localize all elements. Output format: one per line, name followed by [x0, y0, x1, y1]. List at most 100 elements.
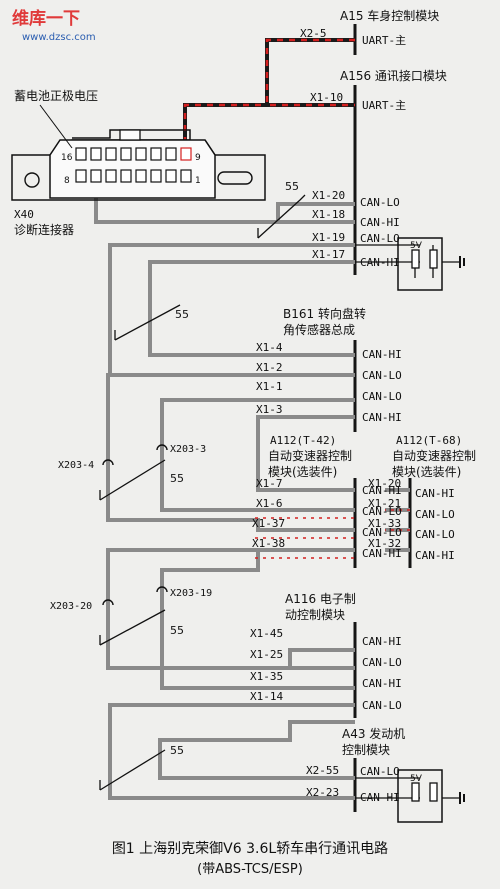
- svg-text:X1-32: X1-32: [368, 537, 401, 550]
- svg-text:X2-5: X2-5: [300, 27, 327, 40]
- svg-text:X1-19: X1-19: [312, 231, 345, 244]
- svg-text:X1-10: X1-10: [310, 91, 343, 104]
- svg-text:X2-55: X2-55: [306, 764, 339, 777]
- svg-text:CAN-LO: CAN-LO: [360, 232, 400, 245]
- terminating-resistor-1: [355, 237, 465, 291]
- module-a43-title1: A43 发动机: [342, 726, 405, 741]
- svg-text:X1-25: X1-25: [250, 648, 283, 661]
- svg-text:9: 9: [195, 153, 201, 163]
- svg-text:X1-20: X1-20: [312, 189, 345, 202]
- svg-text:55: 55: [285, 180, 299, 193]
- module-a112-68-title1: A112(T-68): [396, 434, 462, 447]
- module-a43-pins: X2-55 CAN-LO X2-23 CAN-HI: [306, 764, 400, 804]
- caption-title: 图1 上海别克荣御V6 3.6L轿车串行通讯电路: [112, 840, 388, 857]
- svg-text:CAN-LO: CAN-LO: [360, 196, 400, 209]
- svg-text:维库一下: 维库一下: [12, 8, 80, 29]
- svg-text:CAN-HI: CAN-HI: [362, 635, 402, 648]
- svg-text:CAN-HI: CAN-HI: [360, 791, 400, 804]
- svg-text:www.dzsc.com: www.dzsc.com: [22, 32, 96, 43]
- svg-text:CAN-HI: CAN-HI: [362, 484, 402, 497]
- svg-text:UART-主: UART-主: [362, 99, 406, 112]
- module-a116-title1: A116 电子制: [285, 592, 356, 606]
- svg-text:X1-3: X1-3: [256, 403, 283, 416]
- svg-text:CAN-LO: CAN-LO: [362, 656, 402, 669]
- svg-text:X1-4: X1-4: [256, 341, 283, 354]
- shield-marks: [99, 194, 306, 791]
- svg-text:X1-2: X1-2: [256, 361, 283, 374]
- module-a112-68-title3: 模块(选装件): [392, 465, 461, 479]
- svg-text:CAN-HI: CAN-HI: [415, 487, 455, 500]
- svg-text:1: 1: [195, 176, 201, 186]
- svg-text:CAN-HI: CAN-HI: [360, 256, 400, 269]
- shield-labels: 55 55 55 55 55: [170, 180, 299, 757]
- svg-text:55: 55: [170, 744, 184, 757]
- svg-text:CAN-HI: CAN-HI: [360, 216, 400, 229]
- module-a112-42-title2: 自动变速器控制: [268, 448, 352, 463]
- svg-text:CAN-HI: CAN-HI: [362, 677, 402, 690]
- svg-text:CAN-LO: CAN-LO: [362, 390, 402, 403]
- svg-text:CAN-LO: CAN-LO: [415, 508, 455, 521]
- diag-label-cn: 诊断连接器: [14, 222, 74, 237]
- svg-text:CAN-LO: CAN-LO: [362, 505, 402, 518]
- svg-text:X1-45: X1-45: [250, 627, 283, 640]
- svg-text:8: 8: [64, 176, 70, 186]
- svg-text:X1-1: X1-1: [256, 380, 283, 393]
- watermark-logo: 维库一下 www.dzsc.com: [12, 8, 96, 43]
- module-a15-title: A15 车身控制模块: [340, 8, 439, 23]
- module-a156-title: A156 通讯接口模块: [340, 68, 447, 83]
- module-a43-title2: 控制模块: [342, 743, 390, 757]
- svg-text:CAN-HI: CAN-HI: [362, 411, 402, 424]
- svg-text:X2-23: X2-23: [306, 786, 339, 799]
- svg-text:X1-7: X1-7: [256, 477, 283, 490]
- svg-text:X1-35: X1-35: [250, 670, 283, 683]
- svg-text:X203-20: X203-20: [50, 601, 92, 612]
- terminating-resistor-2: [355, 769, 465, 823]
- svg-text:X203-4: X203-4: [58, 460, 94, 471]
- svg-text:CAN-LO: CAN-LO: [362, 526, 402, 539]
- svg-text:CAN-LO: CAN-LO: [360, 765, 400, 778]
- svg-text:CAN-HI: CAN-HI: [415, 549, 455, 562]
- battery-label: 蓄电池正极电压: [14, 89, 98, 103]
- svg-text:CAN-LO: CAN-LO: [415, 528, 455, 541]
- svg-text:CAN-LO: CAN-LO: [362, 699, 402, 712]
- svg-text:16: 16: [61, 153, 73, 163]
- svg-text:X203-3: X203-3: [170, 444, 206, 455]
- inline-connector-labels: X203-4 X203-3 X203-20 X203-19: [50, 444, 212, 612]
- module-a112-68-title2: 自动变速器控制: [392, 448, 476, 463]
- svg-text:UART-主: UART-主: [362, 34, 406, 47]
- svg-text:CAN-HI: CAN-HI: [362, 348, 402, 361]
- svg-text:CAN-HI: CAN-HI: [362, 547, 402, 560]
- module-a112-42-title1: A112(T-42): [270, 434, 336, 447]
- svg-text:X1-21: X1-21: [368, 497, 401, 510]
- svg-text:X1-18: X1-18: [312, 208, 345, 221]
- svg-text:X1-33: X1-33: [368, 517, 401, 530]
- module-a116-title2: 动控制模块: [285, 608, 345, 622]
- svg-text:X1-38: X1-38: [252, 537, 285, 550]
- module-b161-title2: 角传感器总成: [283, 322, 355, 337]
- resistor-voltage-1: 5V: [410, 241, 423, 251]
- svg-text:X1-20: X1-20: [368, 477, 401, 490]
- svg-text:55: 55: [175, 308, 189, 321]
- svg-text:X1-6: X1-6: [256, 497, 283, 510]
- svg-text:X1-14: X1-14: [250, 690, 283, 703]
- svg-text:X1-17: X1-17: [312, 248, 345, 261]
- svg-text:CAN-LO: CAN-LO: [362, 369, 402, 382]
- inline-connectors: [102, 444, 168, 606]
- diag-label: X40: [14, 208, 34, 221]
- svg-text:55: 55: [170, 472, 184, 485]
- resistor-voltage-2: 5V: [410, 774, 423, 784]
- svg-text:55: 55: [170, 624, 184, 637]
- diagnostic-connector: 16 8 9 1: [11, 104, 266, 201]
- module-b161-title1: B161 转向盘转: [283, 306, 366, 321]
- svg-text:X203-19: X203-19: [170, 588, 212, 599]
- module-a112-42-title3: 模块(选装件): [268, 465, 337, 479]
- svg-text:X1-37: X1-37: [252, 517, 285, 530]
- caption-subtitle: (带ABS-TCS/ESP): [197, 862, 303, 877]
